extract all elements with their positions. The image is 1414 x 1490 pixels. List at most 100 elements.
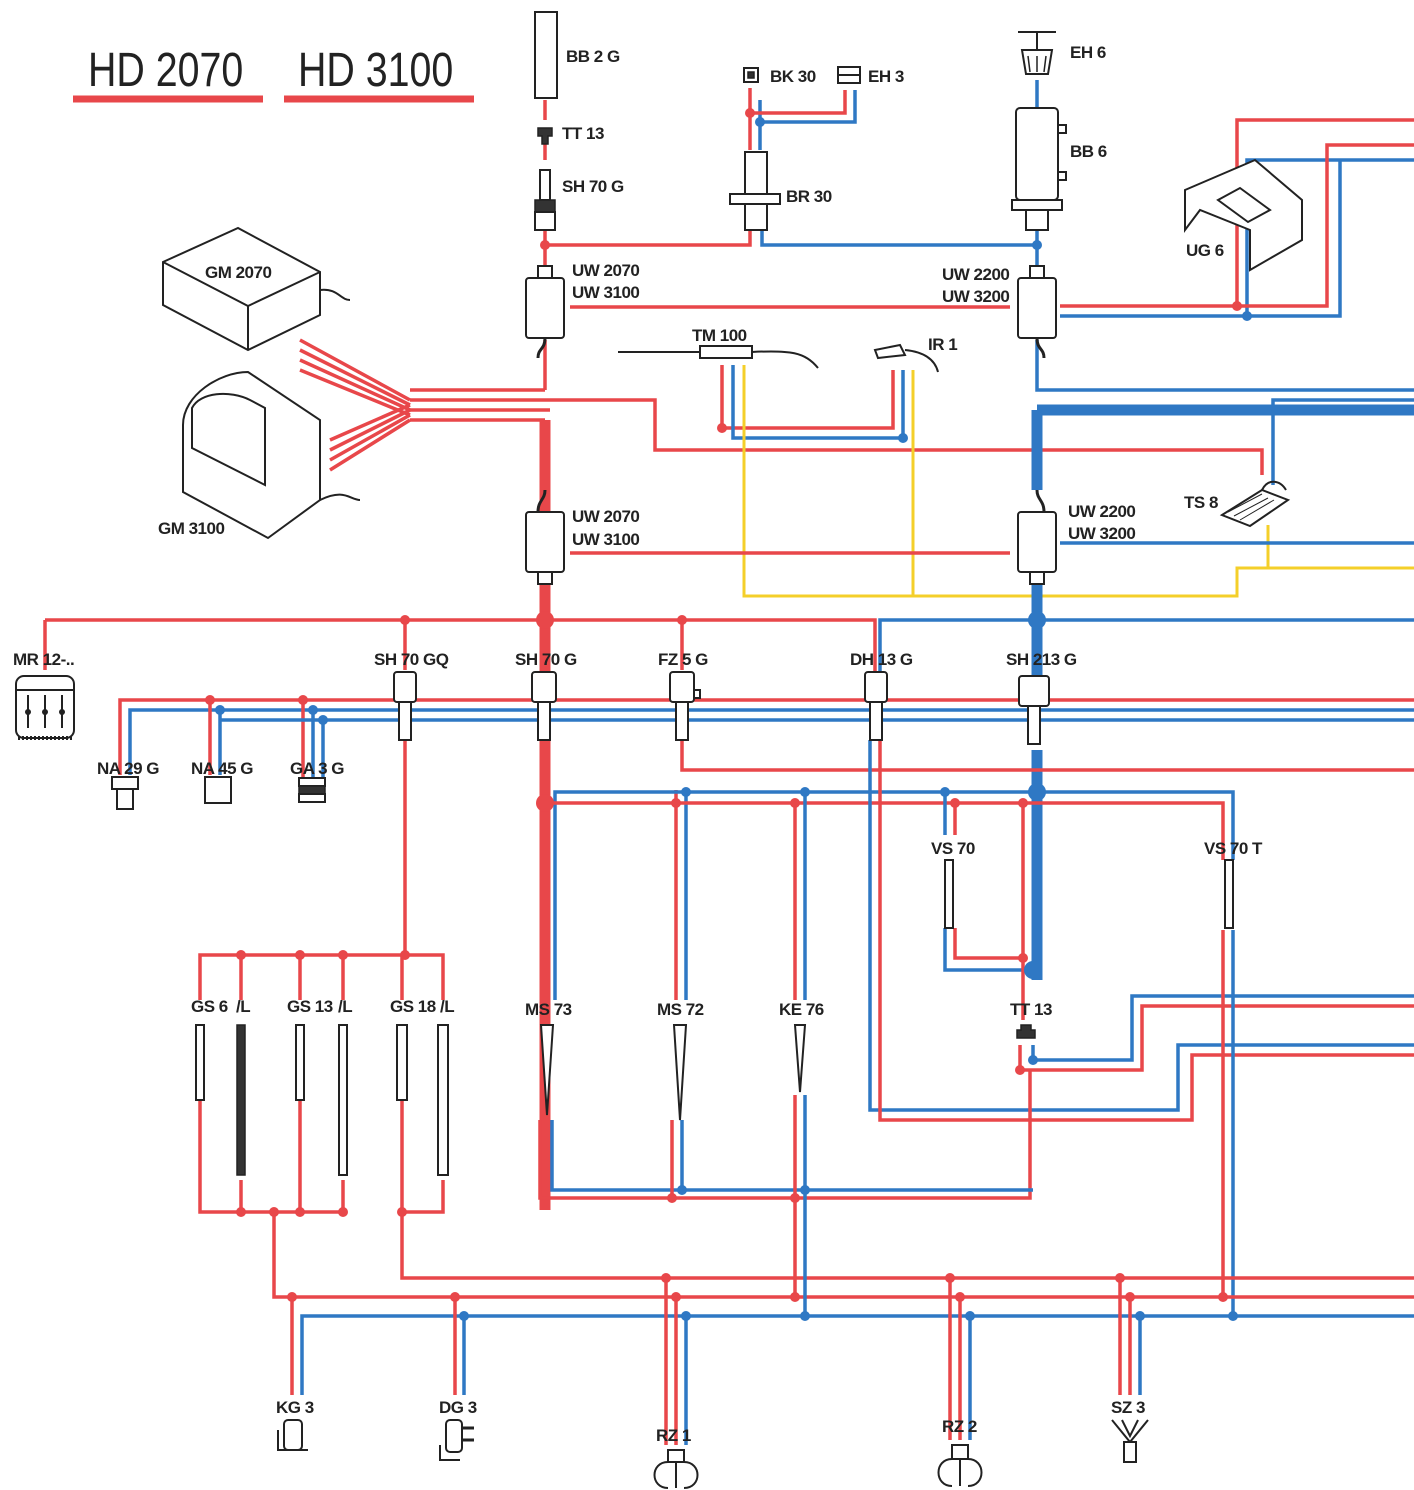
- junction-dot: [1242, 311, 1252, 321]
- uw2070-top-device: [525, 265, 565, 359]
- junction-dot: [1015, 1065, 1025, 1075]
- wire-gs-top: [198, 953, 445, 1000]
- label-gs6: GS 6: [191, 997, 228, 1016]
- sh70g-top-device: [534, 169, 556, 231]
- sh213g-device: [1018, 675, 1050, 745]
- wire-red-bus-1278: [400, 1212, 1414, 1280]
- label-ms72: MS 72: [657, 1000, 704, 1019]
- junction-dot: [1032, 240, 1042, 250]
- tm100-device: [618, 345, 819, 369]
- label-dg3: DG 3: [439, 1398, 477, 1417]
- junction-dots: [205, 108, 1252, 1321]
- wire-ms-red-drops: [670, 1095, 797, 1297]
- label-eh3: EH 3: [868, 67, 904, 86]
- ga3g-device: [298, 777, 326, 803]
- wire-gm-outputs: [410, 388, 1264, 475]
- junction-dot: [1135, 1311, 1145, 1321]
- na29g-device: [111, 776, 139, 810]
- wire-vs70-blue: [943, 792, 1037, 972]
- gs18l-tool: [437, 1024, 449, 1176]
- wire-ug6-red-2: [1237, 143, 1414, 308]
- devices: [15, 11, 1303, 1489]
- label-bb2g: BB 2 G: [566, 47, 620, 66]
- rz2-device: [937, 1444, 983, 1487]
- label-ir1: IR 1: [928, 335, 957, 354]
- uw2200-top-device: [1017, 265, 1057, 359]
- eh3-device: [837, 66, 861, 84]
- br30-device: [729, 151, 781, 231]
- wire-uw2200-top-out: [1035, 340, 1414, 392]
- label-eh6: EH 6: [1070, 43, 1106, 62]
- junction-dot: [661, 1273, 671, 1283]
- ug6-device: [1184, 158, 1303, 272]
- label-uw3200-a: UW 3200: [942, 287, 1009, 306]
- label-tt13-top: TT 13: [562, 124, 604, 143]
- sz3-device: [1111, 1419, 1149, 1463]
- ts8-device: [1219, 480, 1291, 528]
- label-gs18l: /L: [440, 997, 454, 1016]
- label-vs70t: VS 70 T: [1204, 839, 1263, 858]
- junction-dot: [671, 1292, 681, 1302]
- junction-dot: [215, 705, 225, 715]
- label-uw3100-b: UW 3100: [572, 530, 639, 549]
- junction-dot: [318, 715, 328, 725]
- label-gs6l: /L: [236, 997, 250, 1016]
- junction-dot: [671, 798, 681, 808]
- wire-eh3-red: [750, 90, 847, 115]
- label-gm2070: GM 2070: [205, 263, 271, 282]
- label-gs13: GS 13: [287, 997, 333, 1016]
- wire-blue-bus-620: [878, 618, 1414, 680]
- junction-dot: [295, 1207, 305, 1217]
- junction-dot: [1028, 783, 1046, 801]
- junction-dot: [790, 798, 800, 808]
- junction-dot: [681, 787, 691, 797]
- label-sh70g-mid: SH 70 G: [515, 650, 577, 669]
- junction-dot: [677, 1185, 687, 1195]
- label-bk30: BK 30: [770, 67, 816, 86]
- gs13l-tool: [338, 1024, 348, 1176]
- vs70-device: [944, 859, 954, 929]
- junction-dot: [308, 705, 318, 715]
- junction-dot: [1218, 1292, 1228, 1302]
- junction-dot: [397, 1207, 407, 1217]
- junction-dot: [940, 787, 950, 797]
- junction-dot: [287, 1292, 297, 1302]
- junction-dot: [800, 1311, 810, 1321]
- label-na29g: NA 29 G: [97, 759, 159, 778]
- wire-red-bus-620: [45, 618, 877, 680]
- label-tm100: TM 100: [692, 326, 747, 345]
- wire-blue-row-drops: [218, 710, 1414, 790]
- junction-dot: [295, 950, 305, 960]
- ke76-device: [793, 1024, 807, 1093]
- wire-ug6-blue-1: [1060, 158, 1414, 318]
- bk30-device: [743, 67, 759, 83]
- wire-ms-blue-drops: [680, 1095, 807, 1316]
- junction-dot: [965, 1311, 975, 1321]
- wire-red-bus-1297: [272, 1212, 1414, 1299]
- junction-dot: [1028, 611, 1046, 629]
- gm3100-device: [182, 370, 361, 540]
- tt13-bottom-device: [1016, 1024, 1036, 1039]
- uw2200-bottom-device: [1017, 489, 1057, 585]
- label-tt13-bottom: TT 13: [1010, 1000, 1052, 1019]
- label-dh13g: DH 13 G: [850, 650, 913, 669]
- wire-to-br30: [545, 230, 752, 247]
- label-ke76: KE 76: [779, 1000, 824, 1019]
- rz1-device: [653, 1449, 699, 1489]
- sh70gq-device: [393, 671, 417, 741]
- junction-dot: [950, 798, 960, 808]
- label-sh70g-top: SH 70 G: [562, 177, 624, 196]
- wire-blue-bus-1316: [300, 1314, 1414, 1395]
- eh6-device: [1018, 31, 1056, 75]
- title-hd3100: HD 3100: [298, 43, 453, 97]
- junction-dot: [205, 695, 215, 705]
- label-sh70gq: SH 70 GQ: [374, 650, 449, 669]
- label-ga3g: GA 3 G: [290, 759, 344, 778]
- junction-dot: [450, 1292, 460, 1302]
- label-uw3100-a: UW 3100: [572, 283, 639, 302]
- ir1-device: [873, 343, 939, 373]
- wire-gm2070-bundle: [299, 338, 411, 417]
- junction-dot: [1024, 961, 1042, 979]
- tt13-top-device: [537, 127, 553, 145]
